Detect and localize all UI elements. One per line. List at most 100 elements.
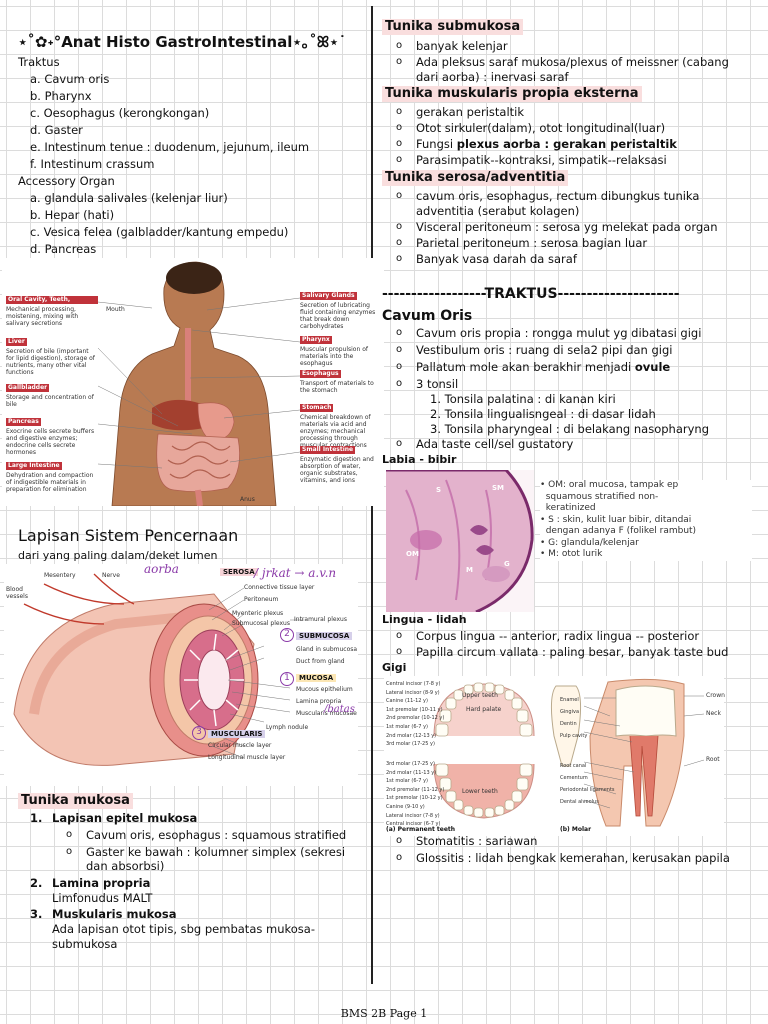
tonsil-item: 1. Tonsila palatina : di kanan kiri	[430, 392, 616, 406]
tooth-label: 3rd molar (17-25 y)	[386, 761, 435, 767]
labia-note: • G: glandula/kelenjar	[540, 537, 639, 548]
gigi-bullet: Glossitis : lidah bengkak kemerahan, ker…	[396, 850, 730, 866]
handwritten-batas: /batas	[324, 704, 355, 715]
serosa-bullet: Visceral peritoneum : serosa yg melekat …	[396, 219, 717, 235]
fig-box-text: Storage and concentration of bile	[6, 394, 94, 408]
lower-teeth-list: 3rd molar (17-25 y) 2nd molar (11-13 y) …	[386, 760, 444, 829]
serosa-bullet: Banyak vasa darah da saraf	[396, 251, 577, 267]
tooth-label: Central incisor (6-7 y)	[386, 821, 441, 828]
tonsil-item: 2. Tonsila lingualisngeal : di dasar lid…	[430, 407, 656, 421]
accessory-item: c. Vesica felea (galbladder/kantung empe…	[30, 225, 289, 239]
tooth-label: 1st molar (6-7 y)	[386, 778, 428, 785]
circle-number-2: 2	[280, 628, 294, 642]
mesentery-label: Mesentery	[44, 572, 76, 579]
accessory-heading: Accessory Organ	[18, 174, 115, 188]
labia-note: • OM: oral mucosa, tampak ep	[540, 480, 679, 490]
fig-box-heading: Liver	[6, 338, 27, 346]
lamina-propria-label: Lamina propria	[296, 698, 342, 705]
pallatum-text: Pallatum mole akan berakhir menjadi	[416, 360, 635, 374]
lapisan-subtitle: dari yang paling dalam/deket lumen	[18, 549, 218, 562]
fig-box-text: Chemical breakdown of materials via acid…	[300, 414, 371, 449]
labia-title: Labia - bibir	[382, 453, 457, 466]
tooth-label: 1st premolar (10-12 y)	[386, 795, 443, 802]
labia-note: squamous stratified non-	[540, 491, 659, 502]
root-label: Root	[706, 756, 720, 763]
caption-b: (b) Molar	[560, 826, 592, 833]
fig-box-heading: Oral Cavity, Teeth, Tongue	[6, 296, 98, 311]
lymph-label: Lymph nodule	[266, 724, 309, 731]
traktus-item: b. Pharynx	[30, 89, 92, 103]
circular-muscle-label: Circular muscle layer	[208, 742, 272, 749]
submukosa-bullet-cont: dari aorba) : inervasi saraf	[416, 70, 569, 84]
cavum-bullet: 3 tonsil	[396, 376, 458, 392]
teeth-figure: Hard palate Upper teeth Lower teeth Cent…	[384, 676, 725, 836]
lingua-bullet: Papilla circum vallata : paling besar, b…	[396, 644, 728, 660]
molar-label: Enamel	[560, 697, 579, 703]
fig-box-heading: Salivary Glands	[300, 292, 357, 300]
peritoneum-label: Peritoneum	[244, 596, 279, 603]
mukosa-layer-2-detail: Limfonudus MALT	[52, 891, 153, 905]
labia-notes: • OM: oral mucosa, tampak ep squamous st…	[540, 480, 752, 561]
cavum-bullet: Pallatum mole akan berakhir menjadi ovul…	[396, 359, 671, 375]
serosa-bullet: Parietal peritoneum : serosa bagian luar	[396, 235, 647, 251]
mukosa-layer-3: Muskularis mukosa	[52, 907, 177, 921]
tonsil-item: 3. Tonsila pharyngeal : di belakang naso…	[430, 422, 710, 436]
molar-label: Dental alveolus	[560, 799, 599, 805]
fig-box-heading: Stomach	[300, 404, 334, 412]
fig-box-heading: Esophagus	[300, 370, 341, 378]
mucous-epithelium-label: Mucous epithelium	[296, 686, 353, 693]
tooth-label: Canine (11-12 y)	[386, 698, 428, 705]
labia-tag-om: OM	[406, 550, 419, 558]
lower-teeth-label: Lower teeth	[462, 788, 498, 795]
accessory-item: d. Pancreas	[30, 242, 97, 256]
fig-box-text: Enzymatic digestion and absorption of wa…	[300, 456, 374, 484]
blood-vessels-label: Blood vessels	[6, 586, 28, 600]
tooth-label: 1st molar (6-7 y)	[386, 723, 428, 730]
muscularis-tag: MUSCULARIS	[208, 730, 266, 738]
submucosal-plexus-label: Submucosal plexus	[232, 620, 290, 627]
circle-number-1: 1	[280, 672, 294, 686]
duct-label: Duct from gland	[296, 658, 345, 665]
muskularis-bullet: gerakan peristaltik	[396, 104, 524, 120]
fig-box-heading: Pharynx	[300, 336, 332, 344]
fungsi-label: Fungsi	[416, 137, 457, 151]
tooth-label: Central incisor (7-8 y)	[386, 681, 441, 687]
mukosa-bullet: Gaster ke bawah : kolumner simplex (sekr…	[66, 844, 345, 860]
handwritten-aorba: aorba	[144, 562, 179, 576]
traktus-item: e. Intestinum tenue : duodenum, jejunum,…	[30, 140, 310, 154]
teeth-illustration	[433, 678, 705, 827]
traktus-heading: Traktus	[18, 55, 60, 69]
fig-box-text: Secretion of lubricating fluid containin…	[300, 302, 376, 330]
traktus-item: c. Oesophagus (kerongkongan)	[30, 106, 210, 120]
muscularis-mucosae-label: Muscularis mucosae	[296, 710, 357, 717]
tooth-label: 1st premolar (10-11 y)	[386, 706, 443, 713]
hard-palate-label: Hard palate	[466, 706, 502, 713]
molar-label: Dentin	[560, 721, 577, 727]
lapisan-title: Lapisan Sistem Pencernaan	[18, 526, 239, 545]
accessory-item: a. glandula salivales (kelenjar liur)	[30, 191, 228, 205]
fig-box-text: Exocrine cells secrete buffers and diges…	[6, 428, 95, 456]
molar-label: Periodontal ligaments	[560, 787, 615, 793]
traktus-divider: ------------------TRAKTUS---------------…	[382, 286, 680, 302]
labia-note: • S : skin, kulit luar bibir, ditandai	[540, 514, 692, 525]
submukosa-bullet: banyak kelenjar	[396, 38, 508, 54]
mouth-label: Mouth	[106, 306, 125, 313]
fig-box-text: Mechanical processing, moistening, mixin…	[6, 306, 79, 327]
mukosa-layer-1: Lapisan epitel mukosa	[52, 811, 198, 825]
molar-label: Root canal	[560, 763, 587, 769]
fig-box-text: Secretion of bile (important for lipid d…	[6, 348, 95, 376]
tunika-mukosa-title: Tunika mukosa	[18, 793, 133, 809]
tooth-label: 2nd molar (11-13 y)	[386, 769, 437, 776]
traktus-item: d. Gaster	[30, 123, 83, 137]
neck-label: Neck	[706, 710, 721, 717]
crown-label: Crown	[706, 692, 725, 699]
labia-tag-sm: SM	[492, 484, 505, 492]
ovule-text: ovule	[634, 360, 671, 374]
serosa-bullet: cavum oris, esophagus, rectum dibungkus …	[396, 188, 699, 204]
myenteric-label: Myenteric plexus	[232, 610, 284, 617]
tooth-label: Lateral incisor (8-9 y)	[386, 689, 440, 696]
tooth-label: 3rd molar (17-25 y)	[386, 741, 435, 748]
labia-histology-drawing	[386, 470, 534, 612]
anus-label: Anus	[240, 496, 255, 503]
longitudinal-muscle-label: Longitudinal muscle layer	[208, 754, 286, 761]
